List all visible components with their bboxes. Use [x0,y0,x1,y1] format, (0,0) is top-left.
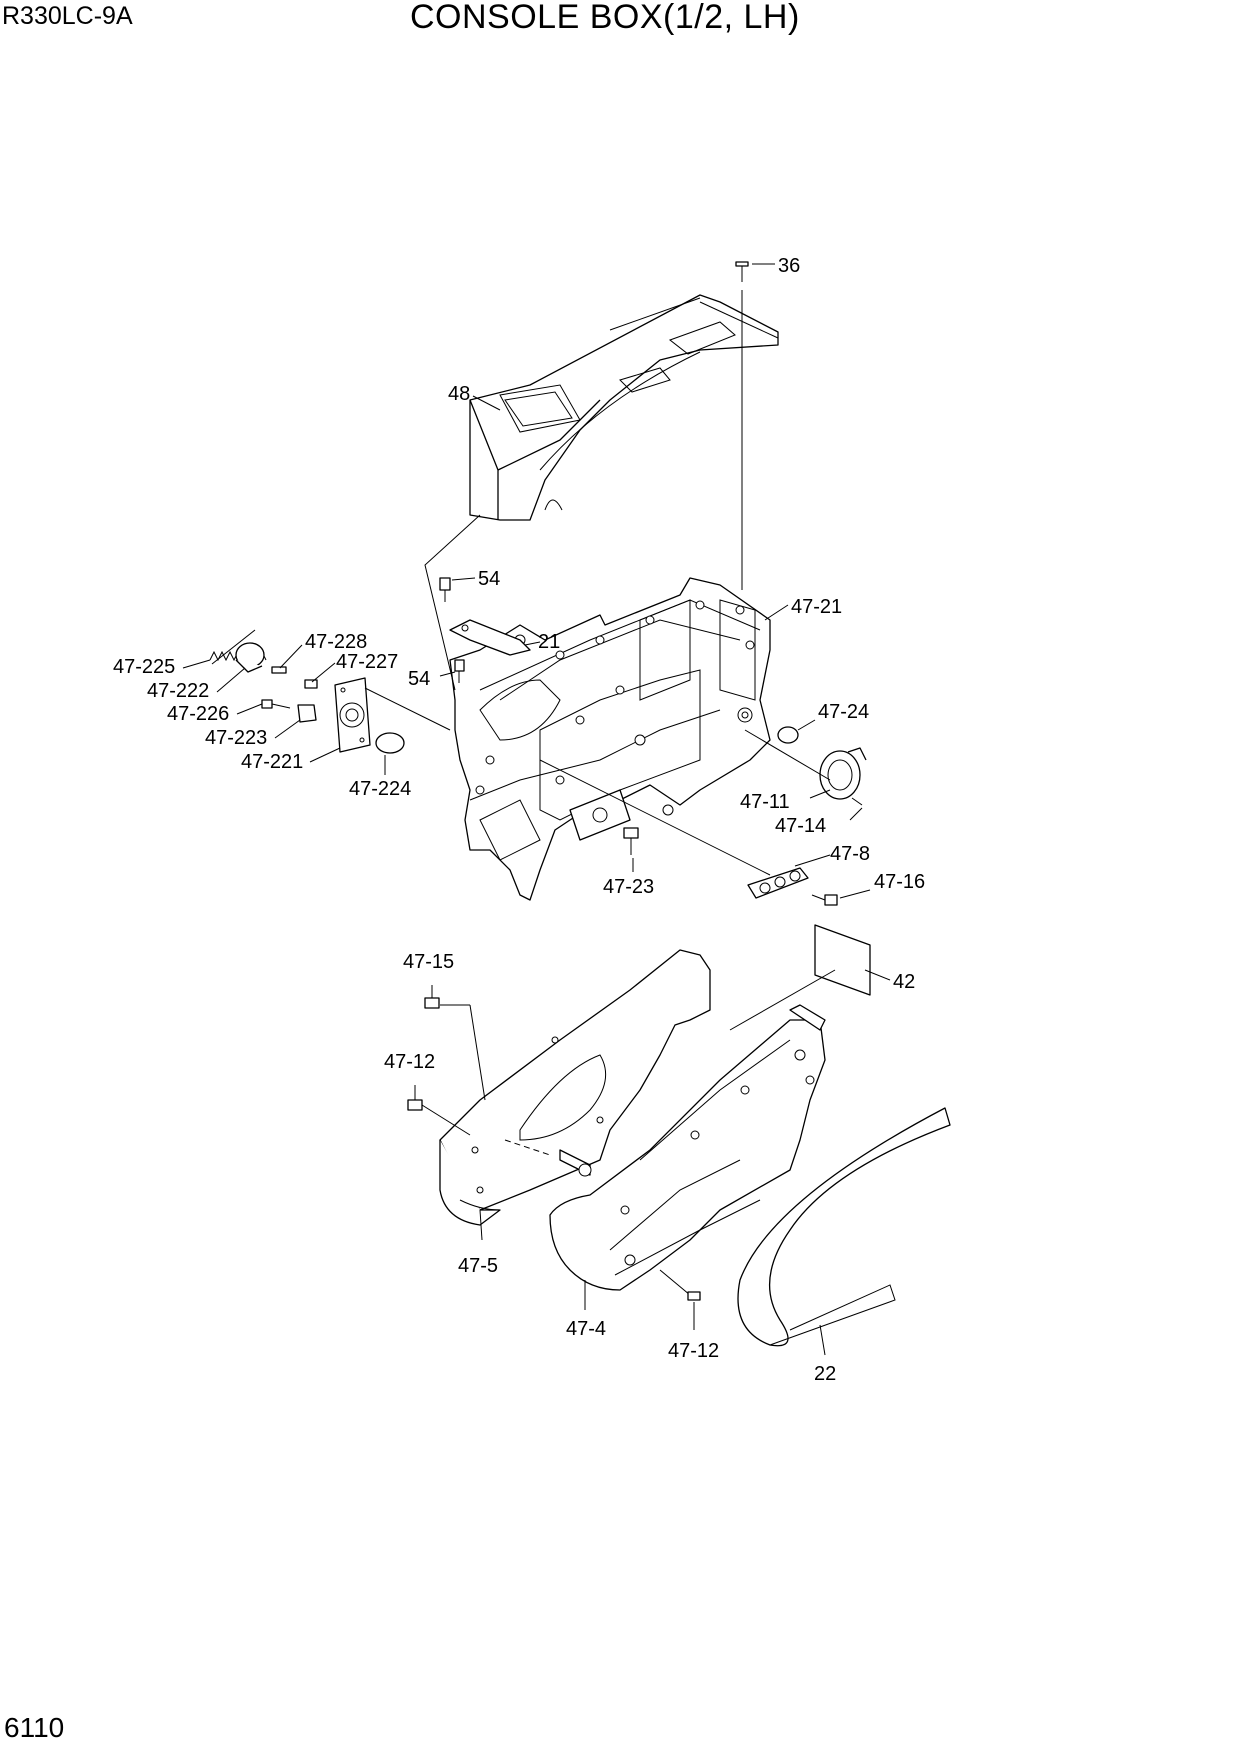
part-47-23-bolt[interactable] [623,827,639,872]
part-47-222-knob[interactable] [235,642,265,673]
leader-47-15-down [469,1004,486,1101]
callout-54-lower[interactable]: 54 [408,668,430,690]
part-48-console-cover[interactable] [469,294,779,521]
part-47-223-holder[interactable] [297,704,317,723]
part-47-227-clip[interactable] [304,679,318,689]
part-36-bolt[interactable] [735,261,775,590]
part-42-label[interactable] [814,924,891,996]
page-number: 6110 [4,1712,65,1743]
diagram-title: CONSOLE BOX(1/2, LH) [410,0,800,36]
part-47-228-pin[interactable] [271,666,287,674]
callout-47-14[interactable]: 47-14 [775,815,826,837]
callout-47-228[interactable]: 47-228 [305,631,367,653]
part-47-226-screw[interactable] [261,699,291,709]
callout-47-21[interactable]: 47-21 [791,596,842,618]
hidden-line-47-5 [504,1139,551,1156]
callout-47-226[interactable]: 47-226 [167,703,229,725]
part-47-16-screw[interactable] [811,889,871,906]
part-22-trim-strip[interactable] [737,1107,951,1356]
callout-47-15[interactable]: 47-15 [403,951,454,973]
callout-47-225[interactable]: 47-225 [113,656,175,678]
part-47-11-switch[interactable] [809,747,867,800]
callout-47-4[interactable]: 47-4 [566,1318,606,1340]
callout-47-222[interactable]: 47-222 [147,680,209,702]
part-54-bolt-upper[interactable] [439,577,476,602]
part-47-4-outer-cover[interactable] [549,1004,826,1310]
callout-48[interactable]: 48 [448,383,470,405]
leader-switch-to-frame [364,687,451,731]
callout-36[interactable]: 36 [778,255,800,277]
part-47-24-grommet[interactable] [777,719,816,744]
part-47-5-inner-cover[interactable] [439,949,711,1241]
part-47-12-screw-right[interactable] [659,1269,701,1330]
part-47-14-screw[interactable] [849,797,863,821]
part-54-bolt-lower[interactable] [439,659,465,683]
callout-47-24[interactable]: 47-24 [818,701,869,723]
leader-48-to-frame [424,514,481,691]
callout-47-16[interactable]: 47-16 [874,871,925,893]
part-47-15-screw[interactable] [424,985,440,1009]
callout-47-5[interactable]: 47-5 [458,1255,498,1277]
callout-labels: 36 48 54 47-21 21 47-228 47-225 47-227 4… [113,255,925,1385]
callout-47-12-left[interactable]: 47-12 [384,1051,435,1073]
part-47-221-switch-plate[interactable] [334,677,371,753]
part-47-224-cap[interactable] [375,732,405,775]
callout-47-227[interactable]: 47-227 [336,651,398,673]
callout-47-23[interactable]: 47-23 [603,876,654,898]
callout-47-11[interactable]: 47-11 [740,791,790,813]
callout-42[interactable]: 42 [893,971,915,993]
callout-47-12-right[interactable]: 47-12 [668,1340,719,1362]
part-21-bracket[interactable] [449,619,541,656]
model-number: R330LC-9A [2,2,133,30]
leader-frame-to-panel [539,759,771,876]
callout-54-upper[interactable]: 54 [478,568,500,590]
leader-frame-to-switch [744,729,831,781]
leader-label-to-cover [729,969,836,1031]
callout-47-221[interactable]: 47-221 [241,751,303,773]
part-47-8-panel[interactable] [747,854,831,899]
part-47-12-screw-left[interactable] [407,1085,471,1136]
callout-22[interactable]: 22 [814,1363,836,1385]
callout-47-224[interactable]: 47-224 [349,778,411,800]
part-47-21-console-frame[interactable] [449,577,771,901]
callout-47-8[interactable]: 47-8 [830,843,870,865]
callout-21[interactable]: 21 [538,631,560,653]
callout-47-223[interactable]: 47-223 [205,727,267,749]
